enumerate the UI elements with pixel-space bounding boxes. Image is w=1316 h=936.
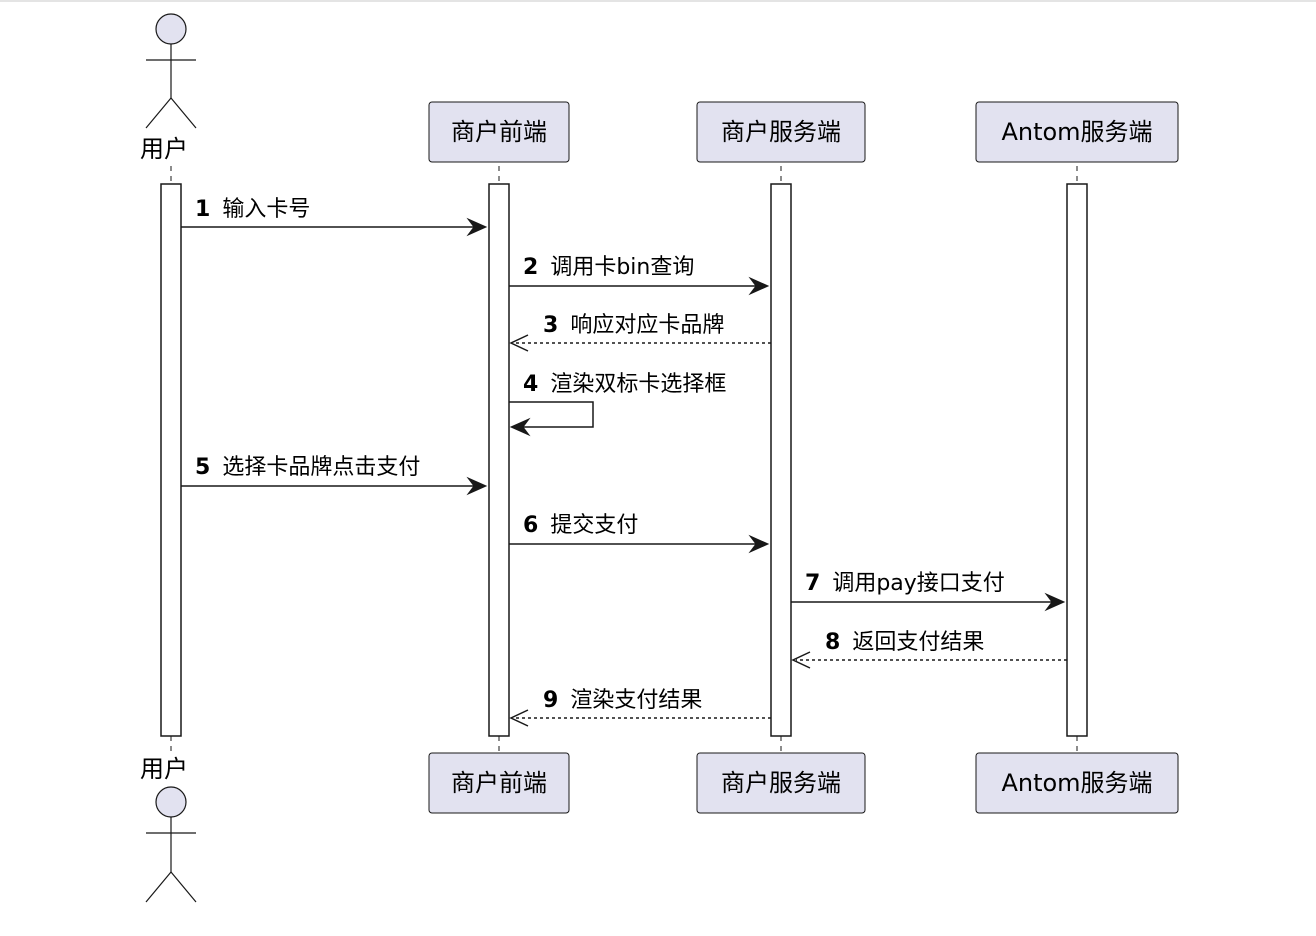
actor-head-icon xyxy=(155,786,187,818)
actor-leg-right xyxy=(170,871,197,903)
actor-head-icon xyxy=(155,13,187,45)
arrowhead-icon xyxy=(509,417,531,437)
participant-box xyxy=(428,101,570,163)
participant-label: 商户服务端 xyxy=(721,769,841,797)
participant-label: Antom服务端 xyxy=(1001,118,1152,146)
arrowhead-icon xyxy=(1044,592,1066,612)
arrowhead-icon xyxy=(466,476,488,496)
arrowhead-icon xyxy=(466,217,488,237)
participant-label: 商户服务端 xyxy=(721,118,841,146)
participant-label: 商户前端 xyxy=(451,769,547,797)
actor-label-bottom: 用户 xyxy=(140,755,188,783)
participant-antom-bottom: Antom服务端 xyxy=(975,752,1179,814)
actor-leg-left xyxy=(145,97,172,129)
activation-user xyxy=(160,183,182,737)
activation-frontend xyxy=(488,183,510,737)
participant-box xyxy=(975,101,1179,163)
participant-server-bottom: 商户服务端 xyxy=(696,752,866,814)
top-divider xyxy=(0,0,1316,2)
arrowhead-icon xyxy=(748,276,770,296)
participant-box xyxy=(975,752,1179,814)
arrowhead-icon xyxy=(748,534,770,554)
participant-box xyxy=(428,752,570,814)
activation-server xyxy=(770,183,792,737)
participant-server-top: 商户服务端 xyxy=(696,101,866,163)
participants-top: 商户前端 商户服务端 Antom服务端 xyxy=(428,101,1179,163)
open-arrowhead-icon xyxy=(509,709,529,727)
actor-user-top: 用户 xyxy=(140,13,197,163)
participant-antom-top: Antom服务端 xyxy=(975,101,1179,163)
participants-bottom: 商户前端 商户服务端 Antom服务端 xyxy=(428,752,1179,814)
actor-leg-left xyxy=(145,871,172,903)
open-arrowhead-icon xyxy=(509,334,529,352)
actor-user-bottom: 用户 xyxy=(140,755,197,903)
self-message-loop xyxy=(509,401,594,428)
participant-box xyxy=(696,101,866,163)
open-arrowhead-icon xyxy=(791,651,811,669)
participant-box xyxy=(696,752,866,814)
participant-label: 商户前端 xyxy=(451,118,547,146)
participant-frontend-bottom: 商户前端 xyxy=(428,752,570,814)
participant-label: Antom服务端 xyxy=(1001,769,1152,797)
actor-label-top: 用户 xyxy=(140,135,188,163)
activation-bars xyxy=(160,183,1088,737)
actor-leg-right xyxy=(170,97,197,129)
participant-frontend-top: 商户前端 xyxy=(428,101,570,163)
activation-antom xyxy=(1066,183,1088,737)
